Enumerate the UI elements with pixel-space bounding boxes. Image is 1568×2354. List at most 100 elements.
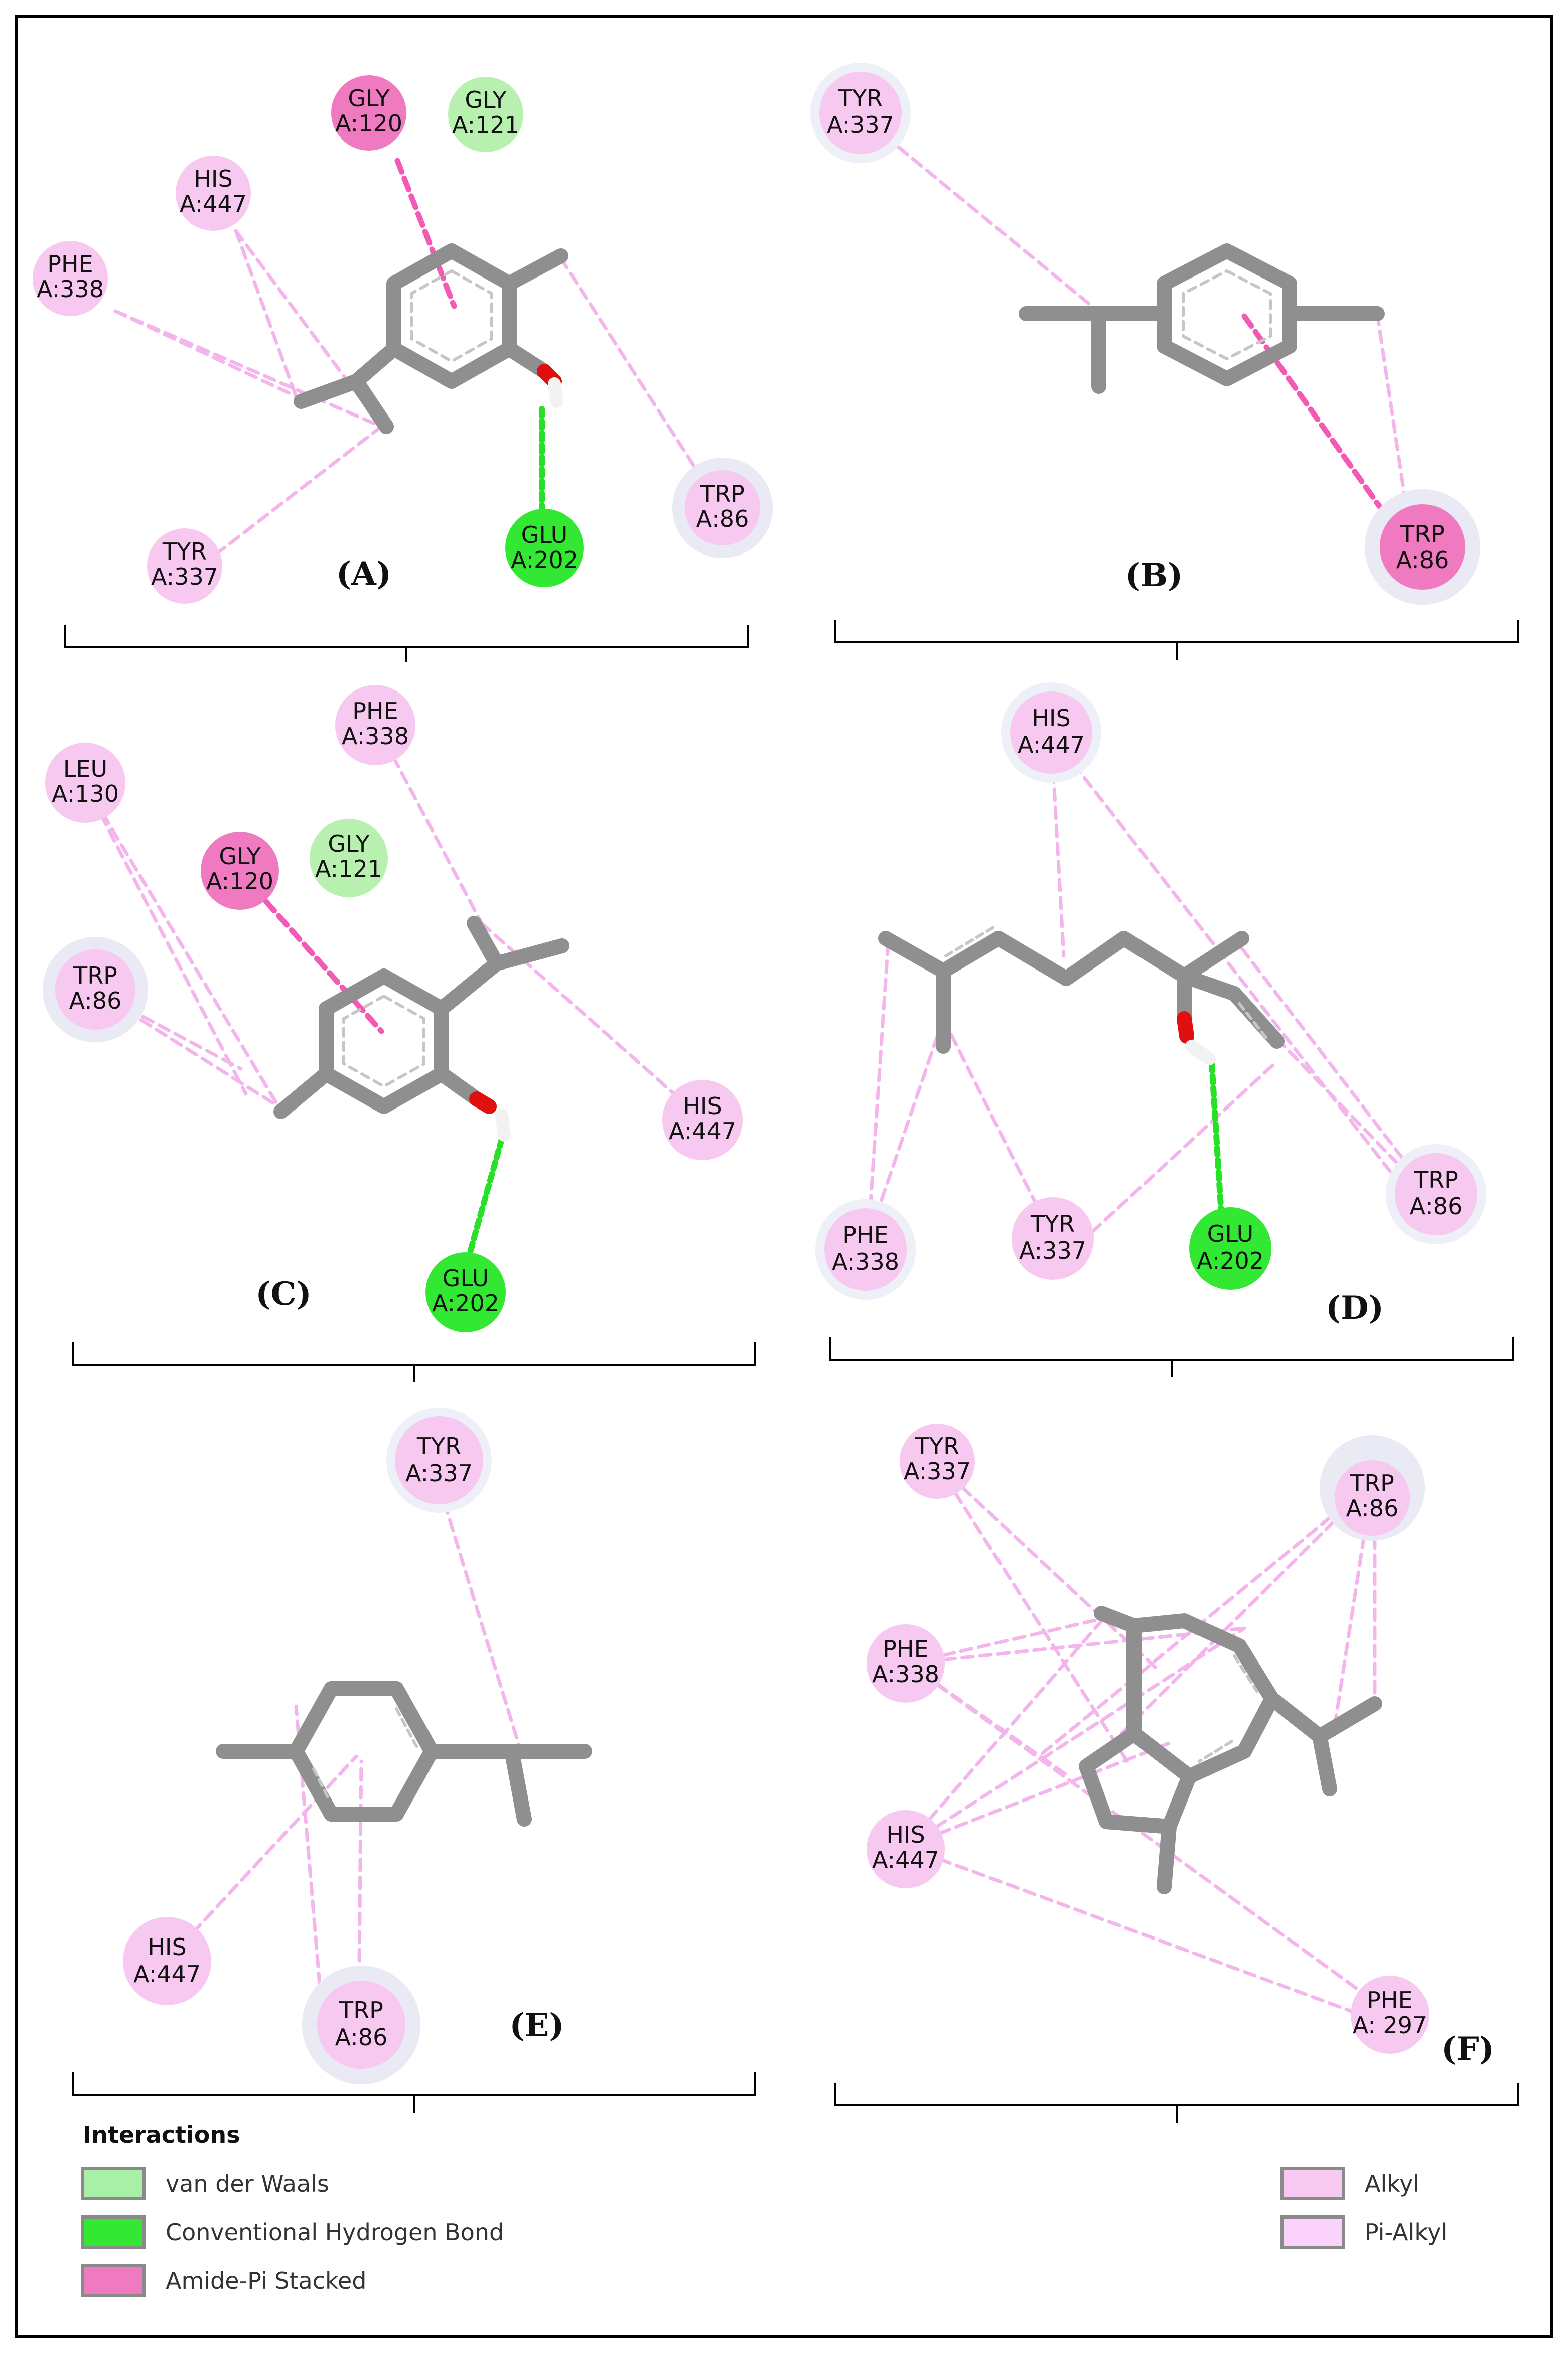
svg-text:A:337: A:337 [151,563,218,590]
residue-trp-86: TRP A:86 [1386,1144,1486,1244]
svg-text:GLU: GLU [521,521,568,548]
residue-trp-86: TRP A:86 [672,458,773,558]
ligand-thymol [273,916,569,1142]
svg-text:A:86: A:86 [1346,1495,1399,1522]
svg-text:TYR: TYR [838,85,883,112]
panel-brace [72,1342,756,1382]
svg-text:A:338: A:338 [832,1248,899,1275]
svg-text:GLU: GLU [443,1265,489,1292]
svg-text:A:86: A:86 [1410,1193,1463,1220]
ligand-carvacrol [294,243,568,434]
residue-his-447: HIS A:447 [662,1080,743,1160]
svg-text:TYR: TYR [162,538,207,565]
svg-text:Alkyl: Alkyl [1365,2170,1419,2197]
svg-text:A:338: A:338 [342,723,409,750]
legend-item-alkyl: Alkyl [1280,2167,1419,2200]
legend-item-pi-alkyl: Pi-Alkyl [1280,2215,1447,2249]
interaction-lines [904,1461,1402,2029]
residue-glu-202: GLU A:202 [505,509,584,587]
svg-text:GLY: GLY [219,843,261,870]
residue-phe-338: PHE A:338 [335,685,415,765]
panel-brace [64,625,749,662]
panel-label: (D) [1326,1289,1384,1327]
svg-text:A:202: A:202 [432,1290,499,1317]
panel-label: (C) [255,1275,312,1313]
svg-text:GLY: GLY [348,85,390,112]
legend-item-hydrogen-bond: Conventional Hydrogen Bond [81,2215,504,2249]
residue-leu-130: LEU A:130 [45,743,125,823]
svg-text:A:447: A:447 [1018,731,1085,758]
residue-gly-121: GLY A:121 [310,819,388,897]
svg-text:A:86: A:86 [69,987,122,1014]
residue-nodes: HIS A:447 PHE A:338 TYR A:337 GLU A:202 [815,682,1486,1300]
svg-text:A:338: A:338 [37,275,104,303]
svg-text:Amide-Pi Stacked: Amide-Pi Stacked [166,2267,367,2294]
residue-his-447: HIS A:447 [123,1917,211,2005]
residue-nodes: LEU A:130 PHE A:338 GLY A:120 GLY A:121 [43,685,743,1332]
residue-nodes: TYR A:337 TRP A:86 PHE A:338 HIS A:447 [867,1424,1429,2054]
ligand-guaiazulene [1079,1606,1382,1894]
residue-tyr-337: TYR A:337 [147,528,222,604]
legend: Interactions van der Waals Conventional … [81,2121,1447,2297]
residue-trp-86: TRP A:86 [43,937,148,1042]
ligand-linalool [878,924,1285,1065]
residue-trp-86: TRP A:86 [1365,489,1480,605]
ligand-p-cymene-e [216,1681,592,1827]
svg-text:TRP: TRP [1413,1166,1458,1193]
svg-text:GLY: GLY [328,830,370,857]
svg-text:PHE: PHE [883,1635,928,1663]
svg-text:A:130: A:130 [52,780,119,807]
svg-text:A:337: A:337 [1019,1237,1086,1264]
svg-text:PHE: PHE [842,1221,888,1249]
svg-text:TYR: TYR [915,1433,959,1460]
svg-text:A:447: A:447 [133,1961,201,1988]
svg-text:A:202: A:202 [1197,1247,1264,1274]
panel-e: TYR A:337 HIS A:447 TRP A:86 (E) [72,1408,756,2113]
svg-text:TYR: TYR [416,1433,461,1460]
svg-text:A: 297: A: 297 [1353,2012,1428,2039]
residue-his-447: HIS A:447 [867,1810,945,1888]
svg-text:A:86: A:86 [696,505,749,532]
residue-phe-338: PHE A:338 [815,1199,916,1300]
residue-nodes: GLY A:120 GLY A:121 HIS A:447 PHE A:338 [33,75,773,604]
residue-tyr-337: TYR A:337 [810,63,911,163]
legend-item-van-der-waals: van der Waals [81,2167,329,2200]
svg-text:A:121: A:121 [315,855,382,882]
panel-f: TYR A:337 TRP A:86 PHE A:338 HIS A:447 [834,1424,1519,2123]
svg-text:Pi-Alkyl: Pi-Alkyl [1365,2219,1447,2246]
residue-phe-297: PHE A: 297 [1351,1976,1429,2054]
panel-a: GLY A:120 GLY A:121 HIS A:447 PHE A:338 [33,75,773,662]
svg-text:TRP: TRP [339,1997,383,2024]
svg-text:A:338: A:338 [872,1660,939,1688]
svg-text:Conventional Hydrogen Bond: Conventional Hydrogen Bond [166,2219,504,2246]
interaction-lines [855,111,1412,534]
residue-tyr-337: TYR A:337 [386,1408,492,1513]
svg-text:PHE: PHE [352,698,398,725]
svg-text:TYR: TYR [1030,1210,1075,1237]
svg-text:van der Waals: van der Waals [166,2170,329,2197]
panel-brace [72,2072,756,2113]
interaction-lines [82,723,704,1268]
svg-text:A:447: A:447 [872,1846,939,1873]
svg-text:HIS: HIS [683,1092,722,1120]
svg-text:A:120: A:120 [335,110,402,137]
residue-gly-120: GLY A:120 [331,75,406,151]
legend-title: Interactions [83,2121,240,2148]
residue-phe-338: PHE A:338 [33,241,108,316]
residue-his-447: HIS A:447 [1001,682,1101,783]
svg-text:LEU: LEU [63,755,107,782]
ligand-p-cymene [1019,243,1385,394]
residue-tyr-337: TYR A:337 [1012,1197,1094,1280]
residue-glu-202: GLU A:202 [1189,1207,1271,1290]
figure-border [15,15,1553,2338]
panel-b: TYR A:337 TRP A:86 (B) [810,63,1519,660]
svg-text:TRP: TRP [73,962,117,989]
svg-text:TRP: TRP [700,480,745,507]
residue-trp-86: TRP A:86 [1320,1435,1425,1541]
panel-c: LEU A:130 PHE A:338 GLY A:120 GLY A:121 [43,685,756,1382]
svg-text:A:447: A:447 [669,1118,736,1145]
svg-text:HIS: HIS [148,1933,186,1961]
svg-text:A:121: A:121 [452,111,519,139]
panel-label: (B) [1125,557,1183,594]
residue-gly-121: GLY A:121 [448,77,523,152]
